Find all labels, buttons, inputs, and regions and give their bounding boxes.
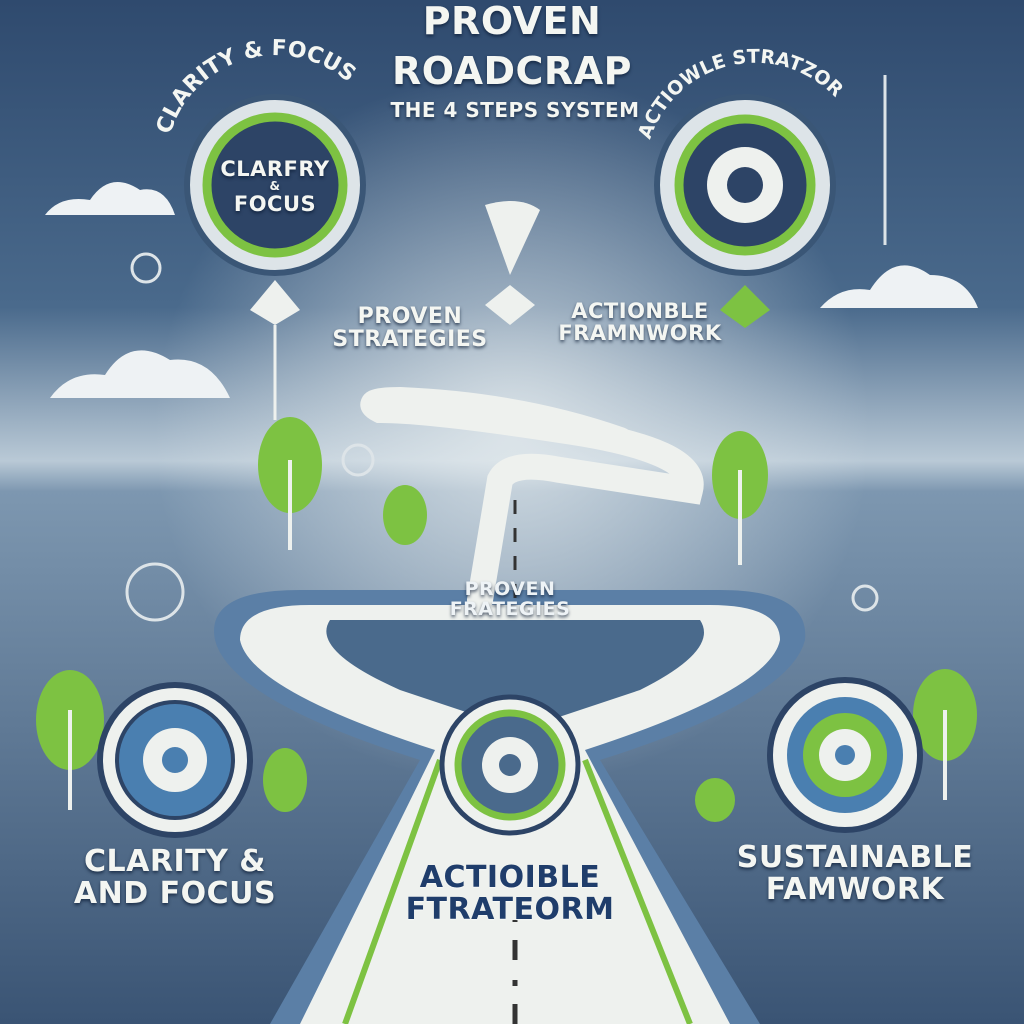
- mid-label-left-line-1: PROVEN: [357, 304, 463, 329]
- target-icon: [341, 443, 375, 477]
- bottom-right-badge: [767, 677, 923, 833]
- mid-label-left-line-2: STRATEGIES: [332, 327, 488, 353]
- target-icon: [851, 584, 879, 612]
- tree: [913, 669, 977, 800]
- road-label-line-2: FRATEGIES: [449, 597, 571, 620]
- center-pin: [485, 201, 540, 325]
- mid-label-right-line-2: FRAMNWORK: [558, 321, 722, 346]
- tree: [383, 485, 427, 545]
- bottom-label-left-line-2: AND FOCUS: [73, 875, 277, 911]
- target-icon: [130, 252, 162, 284]
- top-right-badge: [654, 94, 836, 328]
- mid-label-right: ACTIONBLE FRAMNWORK: [555, 300, 725, 344]
- bottom-label-right-line-2: FAMWORK: [765, 871, 945, 907]
- tree: [258, 417, 322, 550]
- cloud: [45, 182, 175, 215]
- bottom-left-badge: [97, 682, 253, 838]
- ornaments: [125, 75, 887, 622]
- mid-label-left: PROVEN STRATEGIES: [330, 305, 490, 351]
- cloud: [50, 350, 230, 398]
- target-icon: [125, 562, 185, 622]
- cloud: [820, 265, 978, 308]
- top-badge-text: CLARFRY & FOCUS: [215, 158, 335, 215]
- arrow-up-icon: [250, 280, 300, 325]
- title-line-1: PROVEN: [422, 0, 602, 43]
- tree: [712, 431, 768, 565]
- mid-label-right-line-1: ACTIONBLE: [571, 299, 709, 323]
- bottom-label-center-line-1: ACTIOIBLE: [419, 860, 601, 895]
- title-line-2: ROADCRAP: [392, 49, 632, 93]
- clouds: [45, 182, 978, 398]
- tree: [695, 778, 735, 822]
- top-left-badge: [184, 94, 366, 420]
- bottom-label-left-line-1: CLARITY &: [84, 844, 266, 879]
- diamond-icon: [485, 285, 535, 325]
- top-badge-line-2: &: [269, 179, 281, 194]
- trees: [36, 417, 977, 822]
- top-badge-line-3: FOCUS: [233, 191, 317, 216]
- top-badge-line-1: CLARFRY: [220, 157, 330, 181]
- bottom-center-badge: [439, 694, 581, 836]
- arrow-up-icon: [720, 285, 770, 328]
- tree: [36, 670, 104, 810]
- location-pin-icon: [485, 201, 540, 275]
- bottom-label-center-line-2: FTRATEORM: [405, 891, 615, 927]
- bottom-label-right-line-1: SUSTAINABLE: [736, 840, 974, 875]
- tree: [263, 748, 307, 812]
- road-label: PROVEN FRATEGIES: [420, 578, 600, 620]
- bottom-label-center: ACTIOIBLE FTRATEORM: [390, 862, 630, 925]
- road-label-line-1: PROVEN: [464, 578, 556, 600]
- bottom-label-right: SUSTAINABLE FAMWORK: [725, 842, 985, 905]
- bottom-label-left: CLARITY & AND FOCUS: [60, 846, 290, 909]
- subtitle: THE 4 STEPS SYSTEM: [390, 98, 640, 122]
